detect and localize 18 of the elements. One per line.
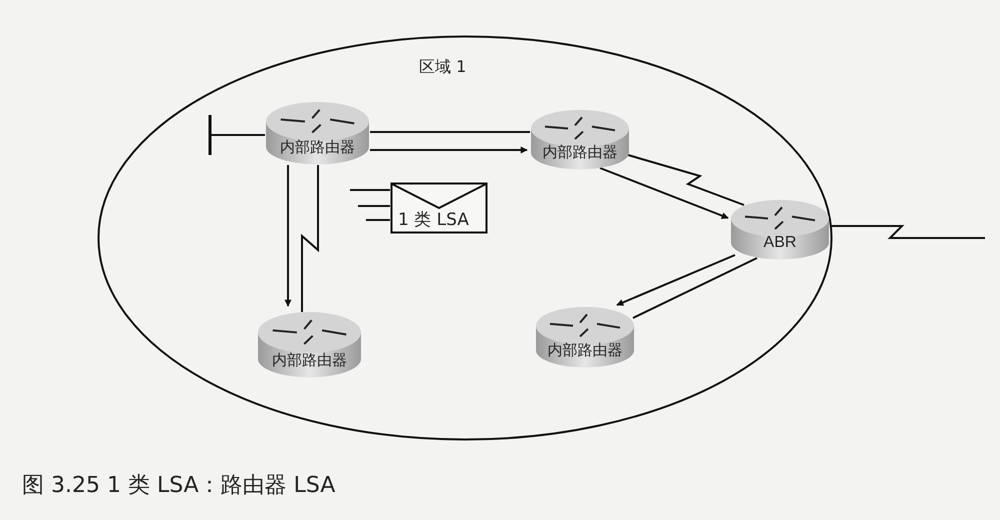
arrow <box>370 146 528 154</box>
arrow <box>616 254 736 306</box>
link-line <box>830 225 985 239</box>
link-line <box>628 154 744 206</box>
router-label: 内部路由器 <box>279 138 356 157</box>
ethernet-line <box>208 115 265 155</box>
area-title: 区域 1 <box>419 57 466 78</box>
envelope-label: 1 类 LSA <box>398 209 469 231</box>
link-line <box>632 257 758 319</box>
router-label: ABR <box>762 234 798 252</box>
arrow <box>600 167 729 219</box>
router-label: 内部路由器 <box>546 342 624 360</box>
link-line <box>301 165 319 312</box>
router-label: 内部路由器 <box>271 352 348 370</box>
arrow <box>284 165 292 307</box>
figure-caption: 图 3.25 1 类 LSA：路由器 LSA <box>22 472 336 500</box>
link-line <box>370 131 530 133</box>
router-label: 内部路由器 <box>542 144 618 162</box>
